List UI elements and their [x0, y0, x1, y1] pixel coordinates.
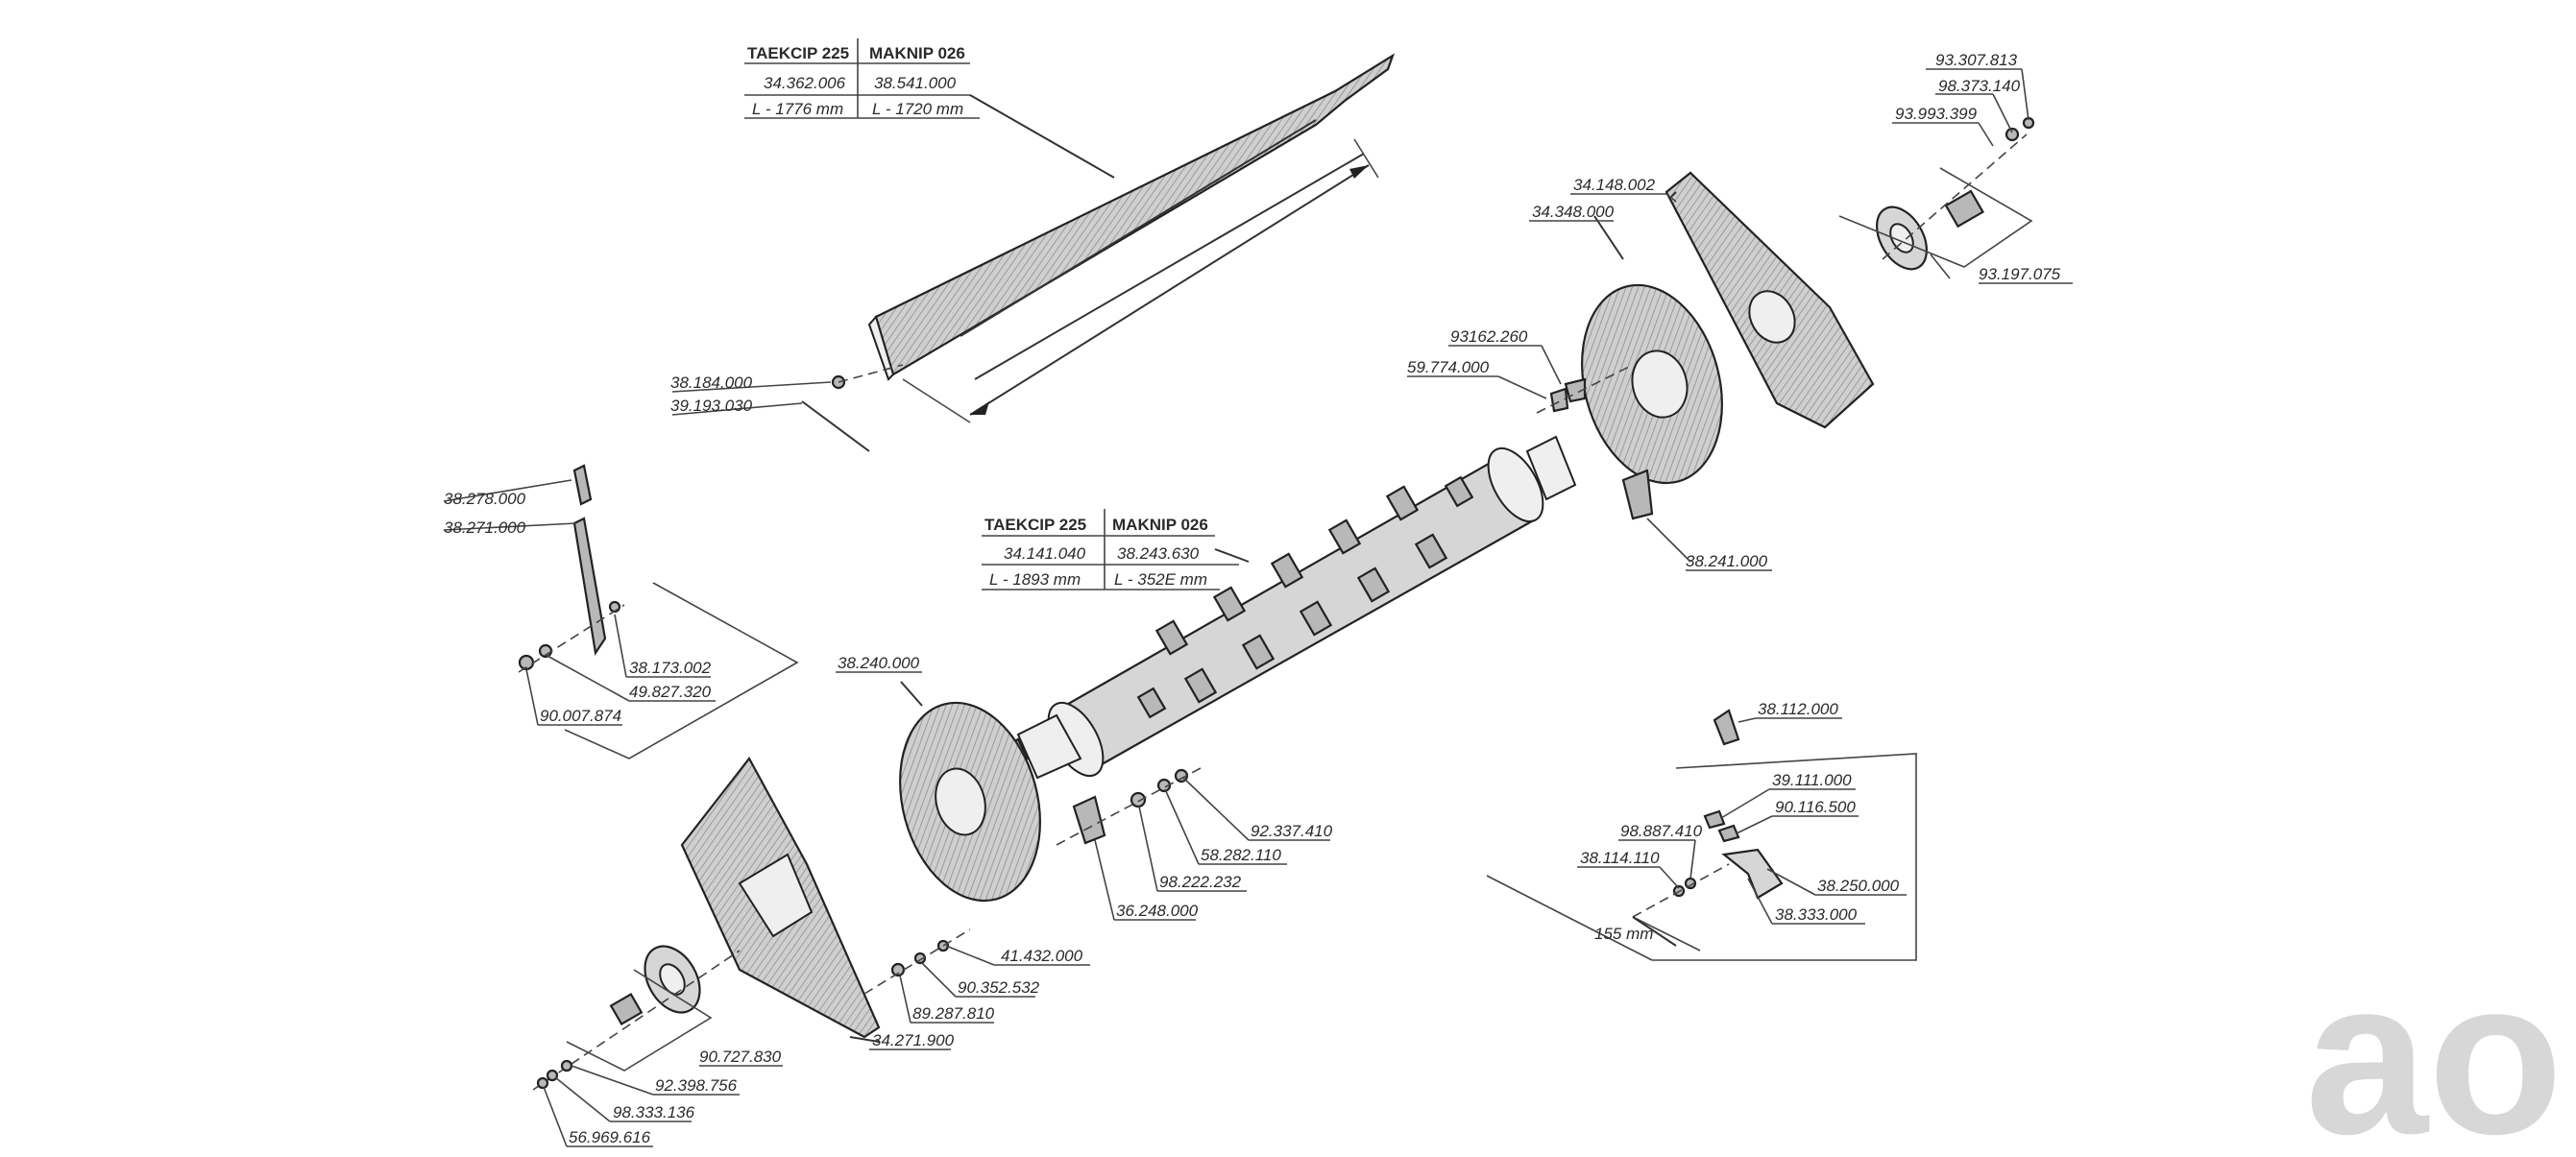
bracket-assembly — [1486, 709, 1917, 961]
table-mid-cell-1-2: 38.243.630 — [1117, 544, 1200, 563]
label-56969616: 56.969.616 — [569, 1128, 651, 1146]
label-59774000: 59.774.000 — [1407, 358, 1490, 376]
label-155mm: 155 mm — [1594, 925, 1653, 943]
label-38240000: 38.240.000 — [838, 654, 920, 672]
channel-beam — [867, 53, 1396, 423]
label-41432000: 41.432.000 — [1001, 947, 1083, 965]
table-mid-header-2: MAKNIP 026 — [1112, 516, 1208, 534]
left-disc — [899, 681, 1041, 903]
left-side-plate — [680, 756, 881, 1043]
table-mid-header-1: TAEKCIP 225 — [984, 516, 1086, 534]
label-39193030: 39.193.030 — [670, 397, 753, 415]
label-38114110: 38.114.110 — [1580, 849, 1660, 867]
label-38173002: 38.173.002 — [629, 659, 712, 677]
label-38271000: 38.271.000 — [444, 518, 526, 537]
label-93993399: 93.993.399 — [1895, 105, 1978, 123]
logo-text: ao — [2305, 933, 2563, 1152]
label-39111000: 39.111.000 — [1772, 771, 1852, 789]
label-90116500: 90.116.500 — [1775, 798, 1856, 816]
left-lever-assembly — [443, 464, 799, 759]
spec-table-top: TAEKCIP 225 MAKNIP 026 34.362.006 38.541… — [744, 38, 1115, 179]
label-58282110: 58.282.110 — [1201, 846, 1281, 864]
table-top-cell-2-2: L - 1720 mm — [872, 100, 963, 118]
part-labels: 93.307.813 98.373.140 93.993.399 34.148.… — [444, 51, 2073, 1147]
label-34148002: 34.148.002 — [1573, 176, 1656, 194]
label-49827320: 49.827.320 — [629, 683, 712, 701]
label-98887410: 98.887.410 — [1620, 822, 1703, 840]
table-top-header-1: TAEKCIP 225 — [747, 44, 849, 62]
label-92398756: 92.398.756 — [655, 1076, 738, 1095]
label-38112000: 38.112.000 — [1758, 700, 1838, 718]
label-93307813: 93.307.813 — [1935, 51, 2018, 69]
drum-shaft — [950, 435, 1577, 783]
label-98333136: 98.333.136 — [613, 1103, 695, 1121]
label-38241000: 38.241.000 — [1686, 552, 1768, 570]
spec-table-middle: TAEKCIP 225 MAKNIP 026 34.141.040 38.243… — [982, 509, 1250, 591]
watermark-logo: ao — [2305, 933, 2563, 1157]
left-bearing — [532, 945, 741, 1091]
small-bracket-right — [1536, 364, 1691, 563]
table-top-cell-2-1: L - 1776 mm — [752, 100, 843, 118]
table-mid-cell-2-1: L - 1893 mm — [989, 570, 1081, 589]
pin-and-spring — [671, 364, 904, 452]
label-38250000: 38.250.000 — [1817, 877, 1900, 895]
table-top-cell-1-2: 38.541.000 — [874, 74, 957, 92]
table-mid-cell-1-1: 34.141.040 — [1004, 544, 1086, 563]
label-38278000: 38.278.000 — [444, 490, 526, 508]
label-98373140: 98.373.140 — [1938, 77, 2021, 95]
label-92337410: 92.337.410 — [1251, 822, 1333, 840]
label-89287810: 89.287.810 — [912, 1004, 995, 1023]
label-90007874: 90.007.874 — [540, 707, 621, 725]
right-bearing — [1838, 116, 2035, 279]
label-38184000: 38.184.000 — [670, 374, 753, 392]
label-36248000: 36.248.000 — [1116, 902, 1199, 920]
right-disc — [1581, 215, 1723, 485]
table-top-header-2: MAKNIP 026 — [869, 44, 965, 62]
label-90727830: 90.727.830 — [699, 1048, 782, 1066]
right-side-plate — [1665, 171, 1875, 429]
table-top-cell-1-1: 34.362.006 — [764, 74, 846, 92]
label-34271900: 34.271.900 — [872, 1031, 955, 1049]
label-98222232: 98.222.232 — [1159, 873, 1242, 891]
label-93162260: 93162.260 — [1450, 327, 1528, 346]
label-38333000: 38.333.000 — [1775, 905, 1858, 924]
center-small-parts — [863, 767, 1202, 995]
table-mid-cell-2-2: L - 352E mm — [1114, 570, 1207, 589]
label-93197075: 93.197.075 — [1979, 265, 2061, 283]
label-90352532: 90.352.532 — [958, 978, 1040, 997]
label-34348000: 34.348.000 — [1532, 203, 1615, 221]
